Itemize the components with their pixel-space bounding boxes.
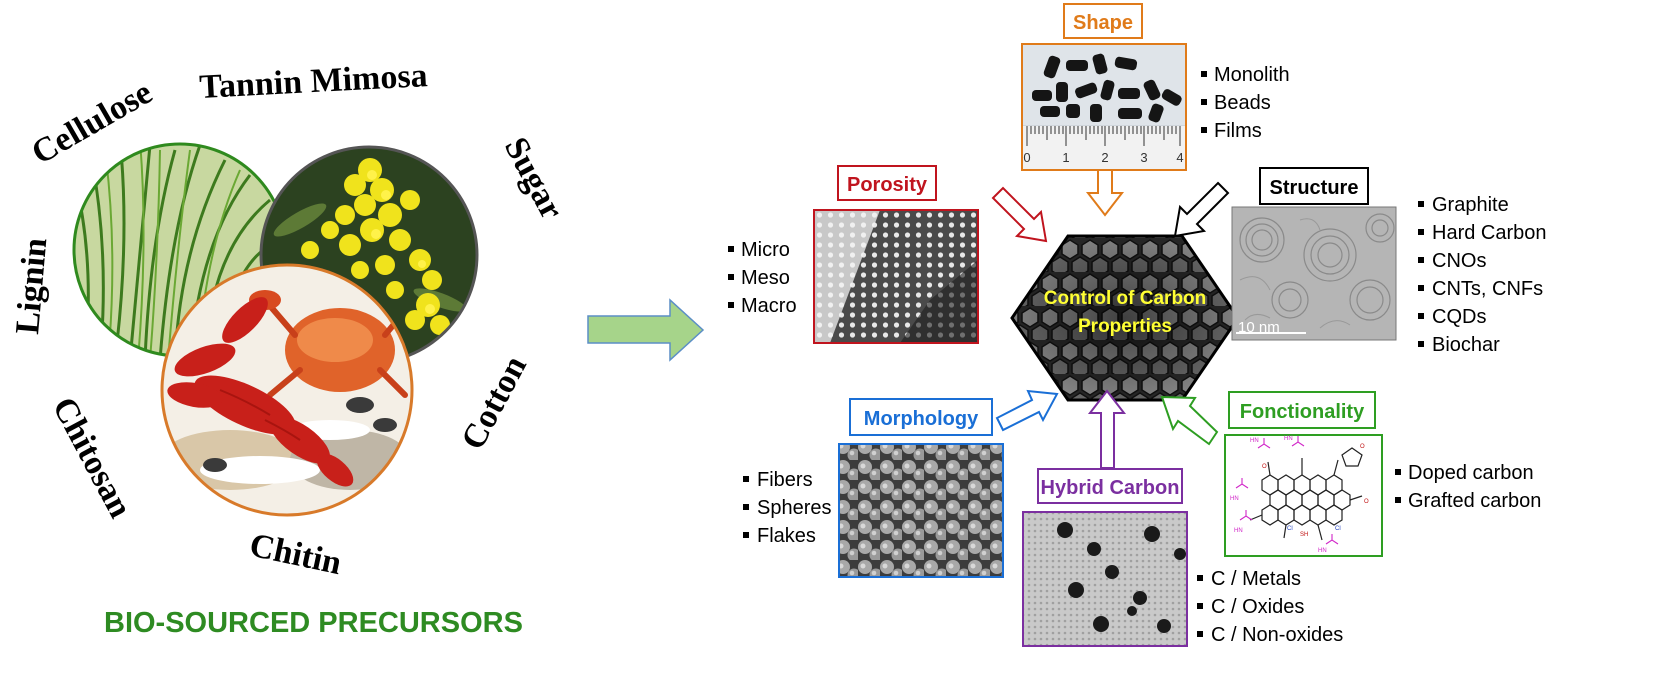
svg-text:Cl: Cl <box>1287 526 1293 532</box>
hybrid-item-metals: C / Metals <box>1211 568 1301 590</box>
arrow-morphology-icon <box>995 389 1059 432</box>
porosity-item-meso: Meso <box>741 267 790 289</box>
hybrid-group: Hybrid Carbon C / Metals C / Oxides C / … <box>1022 468 1343 647</box>
crustacean-image <box>160 263 414 517</box>
shape-item-beads: Beads <box>1214 92 1271 114</box>
structure-item-cnos: CNOs <box>1432 250 1486 272</box>
structure-scale: 10 nm <box>1238 319 1280 336</box>
porosity-list: Micro Meso Macro <box>728 239 797 317</box>
svg-text:Cl: Cl <box>1335 526 1341 532</box>
porosity-group: Porosity Micro Meso Macro <box>728 165 979 344</box>
structure-list: Graphite Hard Carbon CNOs CNTs, CNFs CQD… <box>1418 194 1547 356</box>
hybrid-item-oxides: C / Oxides <box>1211 596 1304 618</box>
porosity-image <box>813 209 979 344</box>
structure-item-hard-carbon: Hard Carbon <box>1432 222 1547 244</box>
precursor-images <box>72 142 479 517</box>
functionality-item-grafted: Grafted carbon <box>1408 490 1541 512</box>
morphology-item-spheres: Spheres <box>757 497 832 519</box>
arrows-to-center <box>991 149 1230 469</box>
structure-item-graphite: Graphite <box>1432 194 1509 216</box>
porosity-label: Porosity <box>847 174 928 196</box>
big-arrow-icon <box>587 298 705 362</box>
center-hexagon: Control of Carbon Properties <box>1010 234 1240 402</box>
svg-text:HN: HN <box>1234 528 1243 534</box>
label-chitosan: Chitosan <box>45 391 139 524</box>
morphology-item-fibers: Fibers <box>757 469 813 491</box>
shape-label: Shape <box>1073 12 1133 34</box>
arrow-functionality-icon <box>1160 395 1219 446</box>
structure-item-biochar: Biochar <box>1432 334 1500 356</box>
structure-image: 10 nm <box>1231 206 1397 341</box>
svg-text:O: O <box>1364 499 1369 505</box>
shape-group: Shape <box>1021 3 1290 171</box>
shape-image: 0 1 2 3 4 <box>1021 43 1187 171</box>
arrow-porosity-icon <box>991 186 1048 243</box>
morphology-item-flakes: Flakes <box>757 525 816 547</box>
functionality-list: Doped carbon Grafted carbon <box>1395 462 1541 512</box>
morphology-list: Fibers Spheres Flakes <box>743 469 832 547</box>
hybrid-image <box>1022 511 1188 647</box>
morphology-label: Morphology <box>864 408 979 430</box>
arrow-structure-icon <box>1173 181 1230 238</box>
structure-item-cnts: CNTs, CNFs <box>1432 278 1543 300</box>
ruler-tick-3: 3 <box>1140 150 1147 165</box>
svg-text:HN: HN <box>1284 436 1293 442</box>
hybrid-list: C / Metals C / Oxides C / Non-oxides <box>1197 568 1343 646</box>
shape-item-films: Films <box>1214 120 1262 142</box>
label-lignin: Lignin <box>9 236 54 335</box>
structure-group: Structure 10 nm Graphite Hard Carbon <box>1231 167 1547 356</box>
precursors-title: BIO-SOURCED PRECURSORS <box>104 607 523 639</box>
center-label-line2: Properties <box>1078 316 1172 337</box>
functionality-group: Fonctionality <box>1224 391 1541 557</box>
svg-text:O: O <box>1360 444 1365 450</box>
label-sugar: Sugar <box>497 131 570 225</box>
morphology-group: Morphology Fibers Spheres Flakes <box>743 398 1004 578</box>
porosity-item-macro: Macro <box>741 295 797 317</box>
porosity-item-micro: Micro <box>741 239 790 261</box>
svg-text:SH: SH <box>1300 532 1308 538</box>
svg-text:HN: HN <box>1250 438 1259 444</box>
functionality-label: Fonctionality <box>1240 401 1365 423</box>
shape-list: Monolith Beads Films <box>1201 64 1290 142</box>
morphology-image <box>838 443 1004 578</box>
arrow-hybrid-icon <box>1087 389 1127 469</box>
svg-text:O: O <box>1262 464 1267 470</box>
hybrid-label: Hybrid Carbon <box>1041 477 1180 499</box>
label-tannin-mimosa: Tannin Mimosa <box>198 57 428 106</box>
ruler-tick-4: 4 <box>1176 150 1183 165</box>
svg-text:HN: HN <box>1318 548 1327 554</box>
center-label-line1: Control of Carbon <box>1044 288 1207 309</box>
label-cotton: Cotton <box>454 350 534 456</box>
shape-item-monolith: Monolith <box>1214 64 1290 86</box>
functionality-image: HN HN HN HN HN Cl Cl O O SH O <box>1224 434 1383 557</box>
functionality-item-doped: Doped carbon <box>1408 462 1534 484</box>
structure-item-cqds: CQDs <box>1432 306 1486 328</box>
ruler-tick-1: 1 <box>1062 150 1069 165</box>
structure-label: Structure <box>1270 177 1359 199</box>
svg-text:HN: HN <box>1230 496 1239 502</box>
ruler-tick-2: 2 <box>1101 150 1108 165</box>
hybrid-item-non-oxides: C / Non-oxides <box>1211 624 1343 646</box>
label-chitin: Chitin <box>246 527 344 582</box>
ruler-tick-0: 0 <box>1023 150 1030 165</box>
